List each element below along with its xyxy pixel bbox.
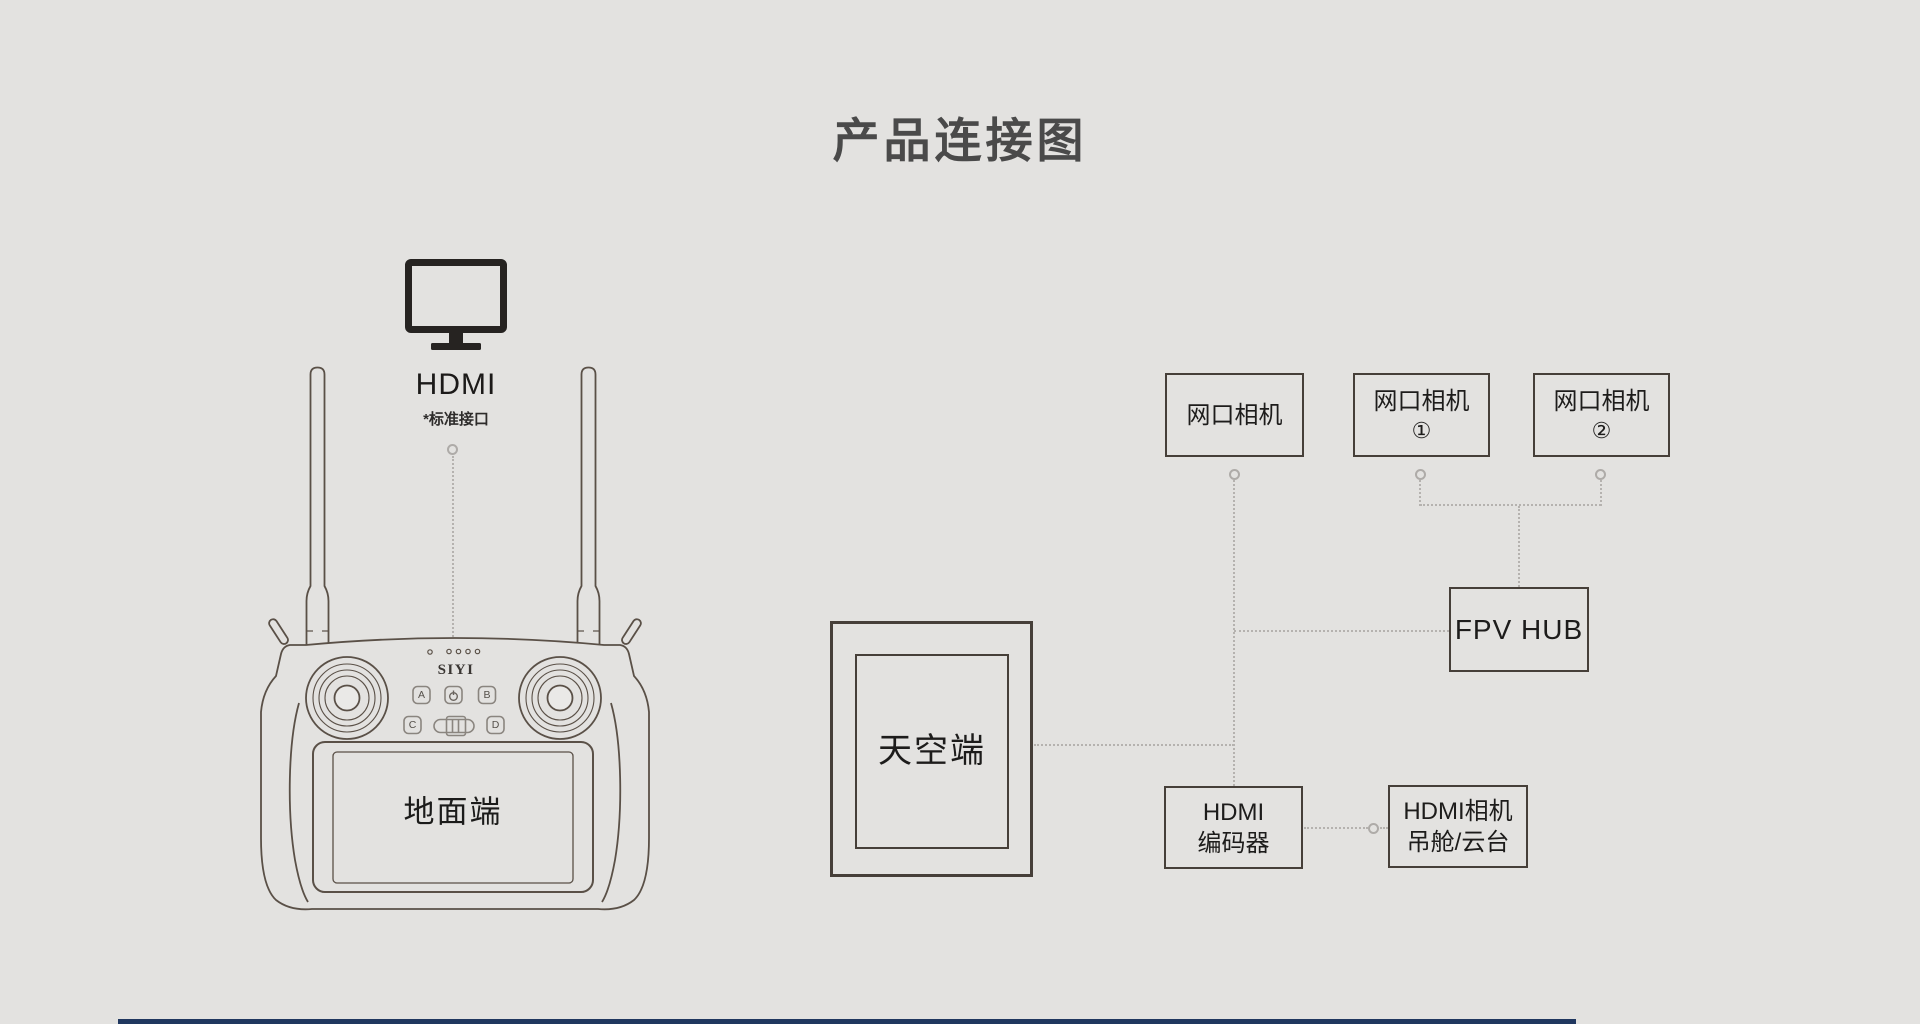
camera-badge: ② — [1591, 417, 1612, 443]
page-footer-strip — [118, 1019, 1576, 1024]
connector-node — [1368, 823, 1379, 834]
connector-node — [1229, 469, 1240, 480]
button-a — [412, 685, 431, 705]
page-title: 产品连接图 — [832, 114, 1088, 167]
connector-node — [447, 444, 458, 455]
button-a-label: A — [418, 689, 425, 701]
button-b — [477, 685, 497, 705]
controller-screen-bezel — [312, 741, 594, 893]
left-joystick — [305, 656, 389, 740]
power-icon — [449, 690, 459, 702]
right-joystick — [518, 656, 602, 740]
controller-screen — [332, 751, 574, 884]
connector-line — [1034, 744, 1234, 746]
fpv-hub-label: FPV HUB — [1454, 614, 1584, 645]
camera-box-1: 网口相机 ① — [1353, 373, 1490, 457]
button-c — [403, 715, 422, 735]
connector-line — [452, 456, 454, 641]
connector-node — [1595, 469, 1606, 480]
connector-line — [1380, 827, 1388, 829]
ground-unit-label: 地面端 — [404, 795, 503, 830]
left-shoulder-switch — [268, 618, 289, 645]
air-unit-inner-box: 天空端 — [855, 654, 1009, 849]
power-button — [444, 685, 463, 705]
camera-label: 网口相机 — [1186, 401, 1283, 429]
monitor-icon — [405, 259, 507, 350]
button-c-label: C — [409, 719, 417, 731]
connector-line — [1234, 630, 1449, 632]
camera-label: 网口相机 — [1373, 387, 1470, 415]
right-antenna — [576, 366, 601, 646]
left-antenna — [305, 366, 330, 646]
camera-label: 网口相机 — [1553, 387, 1650, 415]
air-unit-label: 天空端 — [878, 732, 986, 770]
speaker-dots — [427, 648, 481, 655]
camera-badge: ① — [1411, 417, 1432, 443]
connector-line — [1304, 827, 1368, 829]
air-unit-box: 天空端 — [830, 621, 1033, 877]
connector-line — [1600, 480, 1602, 506]
right-shoulder-switch — [621, 618, 642, 645]
hdmi-camera-line2: 吊舱/云台 — [1406, 828, 1510, 856]
connector-line — [1233, 480, 1235, 786]
brand-logo: SIYI — [438, 662, 475, 678]
camera-box-0: 网口相机 — [1165, 373, 1304, 457]
camera-box-2: 网口相机 ② — [1533, 373, 1670, 457]
hdmi-source-note: *标准接口 — [423, 411, 489, 428]
connector-node — [1415, 469, 1426, 480]
hdmi-camera-line1: HDMI相机 — [1403, 797, 1513, 825]
fpv-hub-box: FPV HUB — [1449, 587, 1589, 672]
button-d — [486, 715, 505, 735]
ground-unit-controller: SIYI A B C D 地面端 — [260, 366, 650, 911]
hdmi-camera-box: HDMI相机 吊舱/云台 — [1388, 785, 1528, 868]
slider-switch — [433, 718, 475, 734]
button-d-label: D — [492, 719, 500, 731]
connector-line — [1420, 504, 1601, 506]
connector-line — [1419, 480, 1421, 506]
hdmi-source-label: HDMI — [415, 368, 497, 401]
button-b-label: B — [483, 689, 490, 701]
hdmi-encoder-box: HDMI 编码器 — [1164, 786, 1303, 869]
connector-line — [1518, 506, 1520, 587]
hdmi-encoder-line1: HDMI — [1202, 798, 1265, 826]
hdmi-encoder-line2: 编码器 — [1197, 829, 1270, 857]
